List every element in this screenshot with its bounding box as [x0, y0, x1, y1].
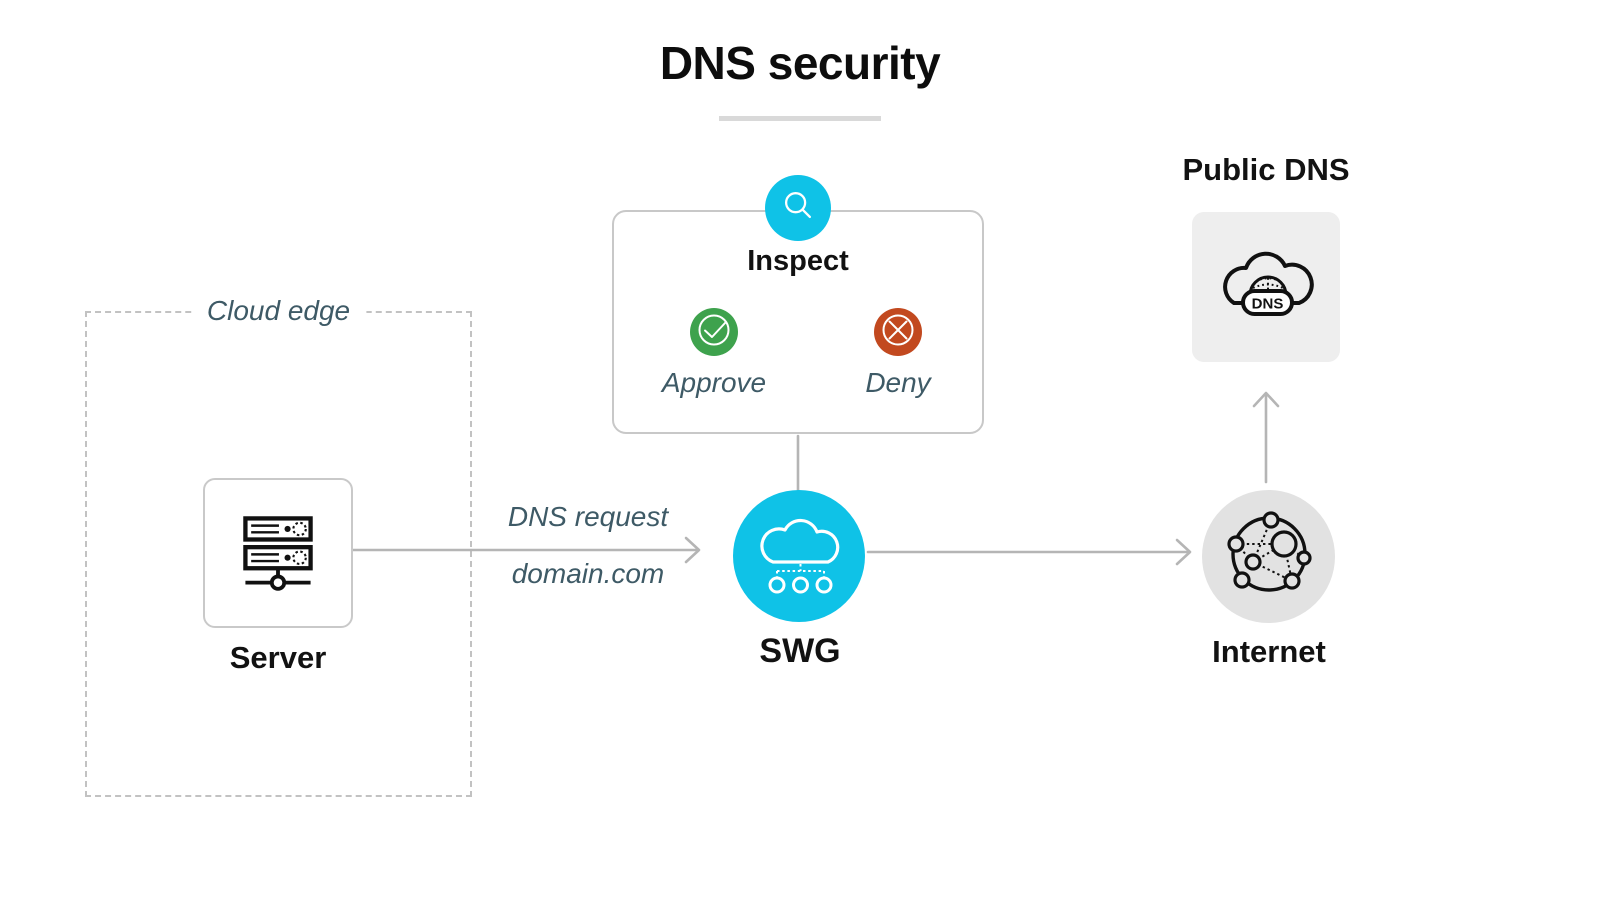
public-dns-node: DNS [1192, 212, 1340, 362]
title-underline [719, 116, 881, 121]
dns-icon-text: DNS [1252, 295, 1284, 312]
inspect-badge [765, 175, 831, 241]
server-node [203, 478, 353, 628]
swg-to-internet-arrow [866, 538, 1192, 566]
x-circle-icon [874, 306, 922, 359]
network-globe-icon [1219, 504, 1319, 609]
page-title: DNS security [659, 37, 941, 89]
inspect-title: Inspect [747, 245, 849, 277]
server-label: Server [229, 640, 327, 675]
server-to-swg-arrow [351, 536, 701, 564]
public-dns-label: Public DNS [1182, 152, 1350, 187]
dns-cloud-icon: DNS [1206, 225, 1326, 350]
cloud-edge-region: Cloud edge [85, 295, 472, 797]
deny-label: Deny [865, 367, 931, 398]
swg-node [733, 490, 865, 622]
internet-label: Internet [1212, 634, 1326, 669]
magnifier-icon [779, 187, 817, 230]
inspect-panel: Inspect Approve [612, 175, 984, 434]
swg-label: SWG [759, 632, 841, 670]
approve-label: Approve [661, 367, 767, 398]
cloud-gateway-icon [733, 488, 865, 625]
cloud-edge-label: Cloud edge [190, 295, 367, 328]
internet-to-publicdns-arrow [1252, 391, 1280, 484]
check-circle-icon [690, 306, 738, 359]
dns-request-label: DNS request [507, 501, 669, 532]
internet-node [1202, 490, 1335, 623]
approve-badge [690, 308, 738, 356]
deny-badge [874, 308, 922, 356]
server-rack-icon [232, 505, 324, 602]
dns-request-domain-label: domain.com [511, 558, 665, 589]
